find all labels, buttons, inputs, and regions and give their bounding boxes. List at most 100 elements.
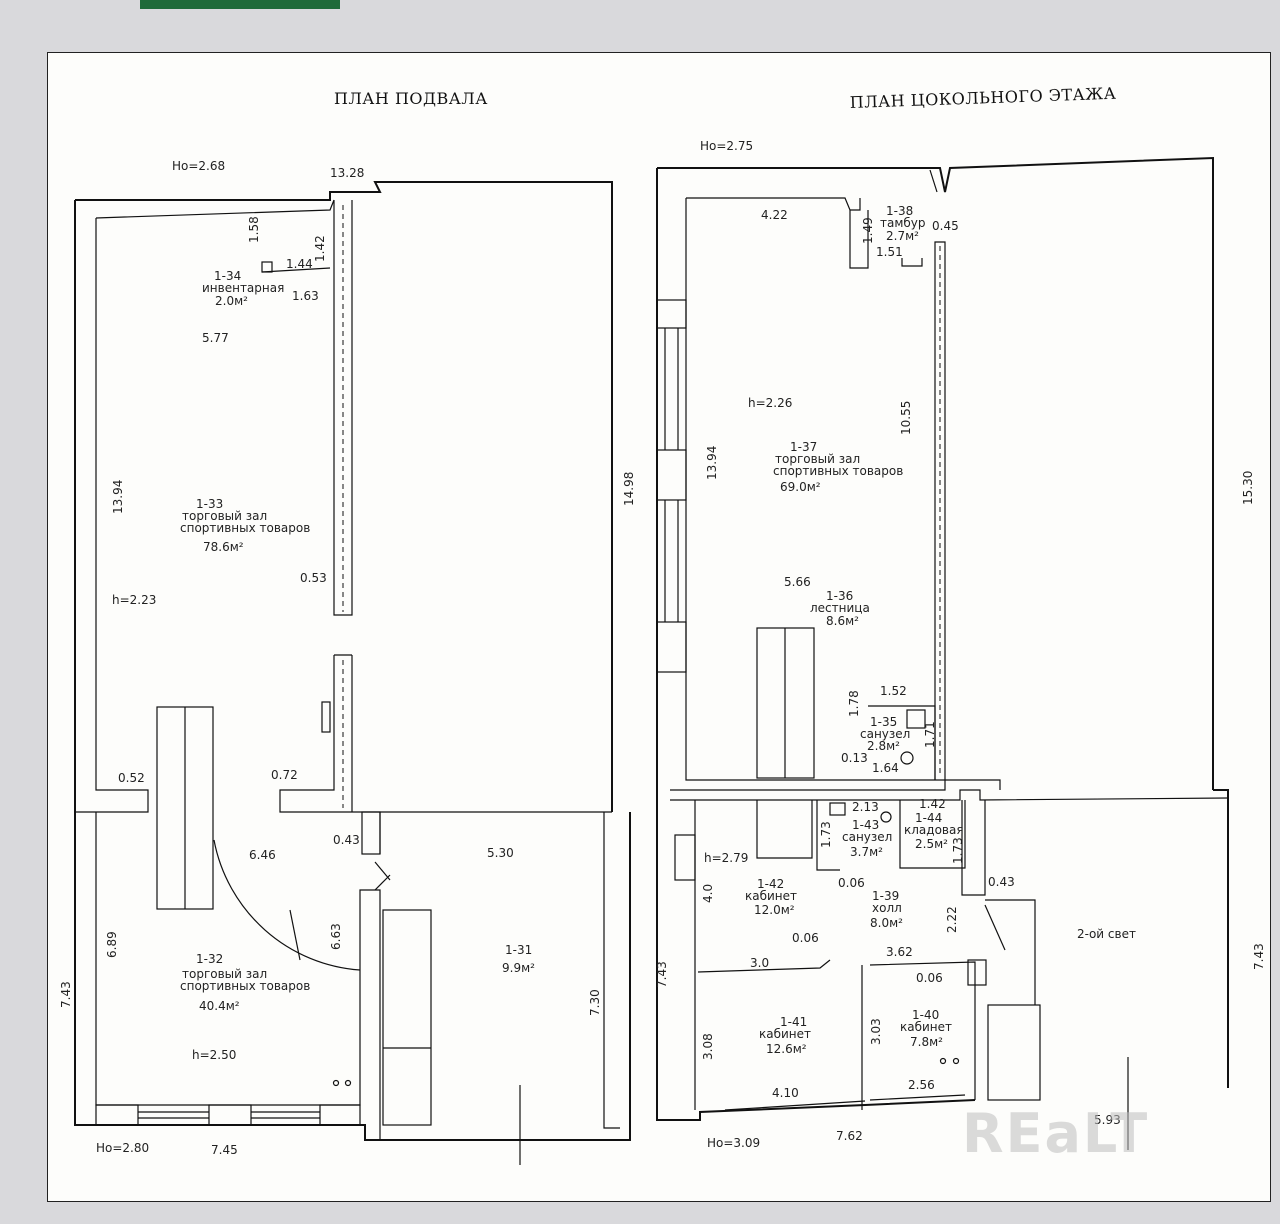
dimension: 2.56	[908, 1078, 935, 1092]
dimension: 7.45	[211, 1143, 238, 1157]
door-leaf	[289, 909, 301, 961]
dimension: 4.10	[772, 1086, 799, 1100]
height-label: h=2.23	[112, 593, 156, 607]
partition	[279, 655, 612, 813]
svg-text:холл: холл	[872, 901, 902, 915]
paper-sheet	[47, 52, 1271, 1202]
dimension: 0.72	[271, 768, 298, 782]
basement-plan: 1-34 инвентарная 2.0м² 1-33 торговый зал…	[59, 159, 636, 1165]
svg-text:торговый зал: торговый зал	[182, 509, 267, 523]
level-label: Hо=2.80	[96, 1141, 149, 1155]
svg-text:9.9м²: 9.9м²	[502, 961, 535, 975]
dimension: 13.94	[705, 446, 719, 480]
svg-text:тамбур: тамбур	[880, 216, 926, 230]
dimension: 0.43	[988, 875, 1015, 889]
dimension: 1.42	[919, 797, 946, 811]
pillar	[967, 959, 987, 986]
dimension: 7.62	[836, 1129, 863, 1143]
dimension: 1.63	[292, 289, 319, 303]
dimension: 4.0	[701, 884, 715, 903]
svg-text:12.0м²: 12.0м²	[754, 903, 795, 917]
svg-text:7.8м²: 7.8м²	[910, 1035, 943, 1049]
dimension: 3.08	[701, 1033, 715, 1060]
room-1-34-label: 1-34 инвентарная 2.0м²	[202, 269, 284, 308]
svg-text:2.0м²: 2.0м²	[215, 294, 248, 308]
level-label: Hо=2.75	[700, 139, 753, 153]
ground-window-bottom	[724, 1094, 966, 1111]
svg-text:2.7м²: 2.7м²	[886, 229, 919, 243]
svg-text:1-37: 1-37	[790, 440, 817, 454]
svg-text:кабинет: кабинет	[745, 889, 797, 903]
dimension: 1.51	[876, 245, 903, 259]
ground-outer-wall-right	[1213, 789, 1229, 1088]
wall	[868, 705, 936, 780]
basement-windows	[95, 1104, 361, 1126]
door-swing	[213, 839, 361, 971]
dimension: 3.0	[750, 956, 769, 970]
room-1-36-label: 1-36 лестница 8.6м²	[810, 589, 870, 628]
dimension: 5.30	[487, 846, 514, 860]
svg-text:спортивных товаров: спортивных товаров	[773, 464, 903, 478]
ground-stair	[756, 627, 815, 779]
room-1-35-label: 1-35 санузел 2.8м²	[860, 715, 910, 753]
dimension: 1.78	[847, 690, 861, 717]
room-1-38-label: 1-38 тамбур 2.7м²	[880, 204, 926, 243]
room-1-41-label: 1-41 кабинет 12.6м²	[759, 1015, 811, 1056]
height-label: h=2.26	[748, 396, 792, 410]
wall	[685, 198, 946, 781]
dimension: 1.71	[923, 721, 937, 748]
dimension: 13.94	[111, 480, 125, 514]
height-label: h=2.50	[192, 1048, 236, 1062]
sink-icon	[906, 709, 926, 729]
dimension: 6.63	[329, 923, 343, 950]
svg-text:69.0м²: 69.0м²	[780, 480, 821, 494]
dimension: 5.93	[1094, 1113, 1121, 1127]
basement-outer-wall-top	[75, 181, 613, 812]
ground-windows-left	[656, 299, 696, 881]
svg-text:1-32: 1-32	[196, 952, 223, 966]
room-1-39-label: 1-39 холл 8.0м²	[870, 889, 903, 930]
outlet-icon	[952, 1057, 960, 1065]
partition	[333, 200, 353, 616]
svg-text:кладовая: кладовая	[904, 823, 964, 837]
wall	[670, 789, 1229, 801]
toilet-icon	[900, 751, 914, 765]
basement-outer-wall-bottom	[74, 200, 631, 1141]
room-1-37-label: 1-37 торговый зал спортивных товаров 69.…	[773, 440, 903, 494]
basement-title: ПЛАН ПОДВАЛА	[334, 89, 488, 108]
svg-text:2.8м²: 2.8м²	[867, 739, 900, 753]
dimension: 1.73	[951, 837, 965, 864]
wall	[816, 800, 840, 871]
wall	[899, 800, 966, 869]
wall	[961, 800, 986, 896]
room-1-40-label: 1-40 кабинет 7.8м²	[900, 1008, 952, 1049]
wall	[603, 812, 620, 1129]
dimension: 1.49	[861, 217, 875, 244]
dimension: 7.43	[1252, 943, 1266, 970]
dimension: 4.22	[761, 208, 788, 222]
dimension: 0.06	[792, 931, 819, 945]
svg-text:кабинет: кабинет	[759, 1027, 811, 1041]
wall	[95, 812, 381, 1140]
wall	[756, 800, 813, 859]
second-light-label: 2-ой свет	[1077, 927, 1136, 941]
outlet-icon	[344, 1079, 352, 1087]
room-1-44-label: 1-44 кладовая 2.5м²	[904, 811, 964, 851]
room-1-33-label: 1-33 торговый зал спортивных товаров 78.…	[180, 497, 310, 554]
dimension: 0.13	[841, 751, 868, 765]
dimension: 2.13	[852, 800, 879, 814]
wall	[901, 258, 923, 267]
svg-text:инвентарная: инвентарная	[202, 281, 284, 295]
svg-text:1-31: 1-31	[505, 943, 532, 957]
door-leaf	[984, 904, 1006, 951]
basement-stair-right	[382, 909, 432, 1126]
level-label: Hо=3.09	[707, 1136, 760, 1150]
height-label: h=2.79	[704, 851, 748, 865]
dimension: 0.43	[333, 833, 360, 847]
svg-text:40.4м²: 40.4м²	[199, 999, 240, 1013]
dimension: 0.06	[838, 876, 865, 890]
svg-text:1-38: 1-38	[886, 204, 913, 218]
dimension: 14.98	[622, 472, 636, 506]
dimension: 6.89	[105, 931, 119, 958]
